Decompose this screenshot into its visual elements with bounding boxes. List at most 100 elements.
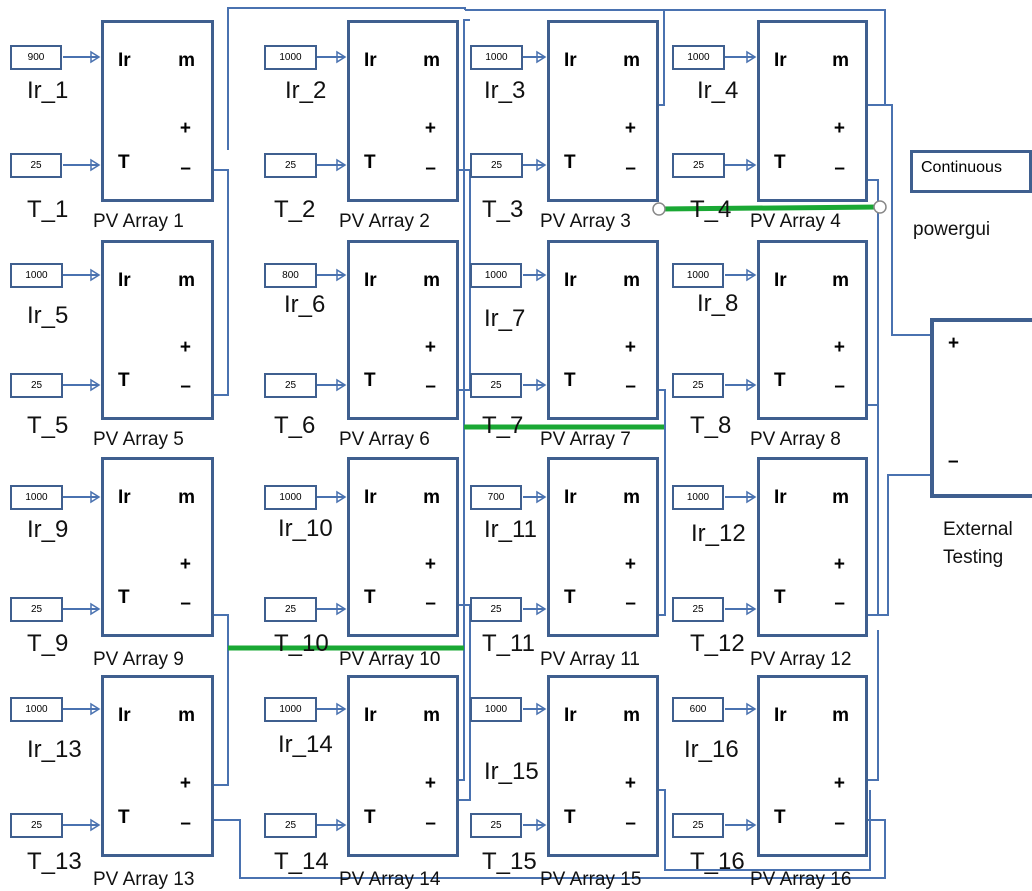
irradiance-constant-13[interactable]: 1000 [10,697,63,722]
arrow-ir-5 [90,268,101,282]
powergui-block[interactable]: Continuous [910,150,1032,193]
temperature-constant-3[interactable]: 25 [470,153,523,178]
temperature-constant-10[interactable]: 25 [264,597,317,622]
port-ir-1: Ir [118,50,131,71]
irradiance-constant-2[interactable]: 1000 [264,45,317,70]
port-t-3: T [564,152,576,173]
port-negative-10: – [425,593,436,614]
temperature-label-15: T_15 [482,848,537,875]
temperature-constant-6[interactable]: 25 [264,373,317,398]
temperature-label-9: T_9 [27,630,69,657]
temperature-constant-7[interactable]: 25 [470,373,522,398]
port-t-12: T [774,587,786,608]
port-ir-4: Ir [774,50,787,71]
port-ir-9: Ir [118,487,131,508]
irradiance-constant-12[interactable]: 1000 [672,485,724,510]
temperature-constant-12[interactable]: 25 [672,597,724,622]
temperature-constant-2[interactable]: 25 [264,153,317,178]
port-t-15: T [564,807,576,828]
irradiance-constant-7[interactable]: 1000 [470,263,522,288]
irradiance-constant-10[interactable]: 1000 [264,485,317,510]
arrow-t-14 [336,818,347,832]
irradiance-label-1: Ir_1 [27,77,69,104]
irradiance-label-13: Ir_13 [27,736,82,763]
port-negative-2: – [425,158,436,179]
wire-series-1-5 [214,169,229,396]
temperature-constant-4[interactable]: 25 [672,153,725,178]
external-positive-port: + [948,333,960,354]
temperature-constant-8[interactable]: 25 [672,373,724,398]
irradiance-constant-6[interactable]: 800 [264,263,317,288]
arrow-ir-14 [336,702,347,716]
temperature-constant-16[interactable]: 25 [672,813,724,838]
irradiance-constant-1[interactable]: 900 [10,45,62,70]
port-negative-5: – [180,376,191,397]
port-m-1: m [178,50,195,71]
wire-col4-c [868,630,879,781]
temperature-constant-9[interactable]: 25 [10,597,63,622]
port-t-13: T [118,807,130,828]
irradiance-label-10: Ir_10 [278,515,333,542]
arrow-t-4 [746,158,757,172]
temperature-constant-1[interactable]: 25 [10,153,62,178]
port-negative-16: – [834,813,845,834]
port-t-4: T [774,152,786,173]
port-negative-14: – [425,813,436,834]
port-t-6: T [364,370,376,391]
irradiance-constant-4[interactable]: 1000 [672,45,725,70]
irradiance-constant-14[interactable]: 1000 [264,697,317,722]
temperature-label-1: T_1 [27,196,69,223]
arrow-t-9 [90,602,101,616]
port-ir-12: Ir [774,487,787,508]
wire-col3-c [659,789,871,871]
temperature-constant-13[interactable]: 25 [10,813,63,838]
irradiance-constant-15[interactable]: 1000 [470,697,522,722]
pv-array-label-11: PV Array 11 [540,649,640,670]
temperature-label-7: T_7 [482,412,524,439]
port-m-16: m [832,705,849,726]
irradiance-constant-8[interactable]: 1000 [672,263,724,288]
pv-array-label-9: PV Array 9 [93,649,184,670]
external-testing-block[interactable]: + – [930,318,1032,498]
port-m-10: m [423,487,440,508]
arrow-ir-4 [746,50,757,64]
port-t-14: T [364,807,376,828]
irradiance-constant-5[interactable]: 1000 [10,263,63,288]
wire-to-external-neg [878,474,930,616]
port-m-2: m [423,50,440,71]
port-ir-7: Ir [564,270,577,291]
temperature-constant-15[interactable]: 25 [470,813,522,838]
selection-handle-2[interactable] [873,200,887,214]
irradiance-label-5: Ir_5 [27,302,69,329]
port-positive-2: + [424,118,436,139]
irradiance-constant-16[interactable]: 600 [672,697,724,722]
pv-array-label-12: PV Array 12 [750,649,852,670]
selection-handle-1[interactable] [652,202,666,216]
irradiance-constant-3[interactable]: 1000 [470,45,523,70]
irradiance-constant-9[interactable]: 1000 [10,485,63,510]
wire-col3-top [659,10,665,106]
pv-array-label-16: PV Array 16 [750,869,852,890]
port-m-12: m [832,487,849,508]
temperature-constant-14[interactable]: 25 [264,813,317,838]
irradiance-constant-11[interactable]: 700 [470,485,522,510]
temperature-constant-11[interactable]: 25 [470,597,522,622]
temperature-constant-5[interactable]: 25 [10,373,63,398]
